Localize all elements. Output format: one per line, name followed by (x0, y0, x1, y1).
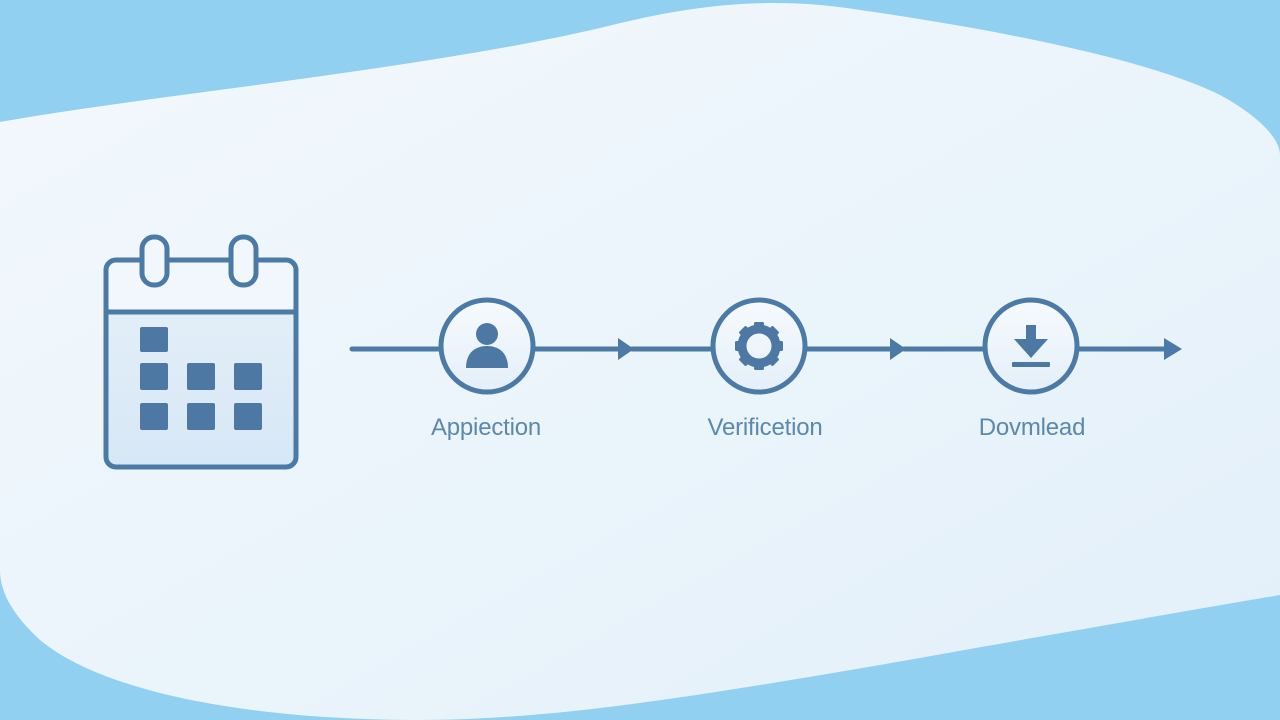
download-icon (1012, 325, 1050, 367)
arrowhead (618, 338, 634, 360)
calendar-icon (103, 234, 299, 470)
user-icon (466, 323, 508, 368)
step-application (438, 297, 536, 395)
step-label-verification: Verificetion (707, 414, 823, 441)
arrowhead (890, 338, 906, 360)
step-download (982, 297, 1080, 395)
arrowhead (1164, 338, 1182, 360)
flow-connector (349, 338, 1182, 360)
gear-icon (735, 322, 783, 370)
background-blob (0, 3, 1280, 720)
step-verification (710, 297, 808, 395)
step-label-application: Appiection (430, 414, 542, 441)
step-label-download: Dovmlead (978, 414, 1086, 441)
